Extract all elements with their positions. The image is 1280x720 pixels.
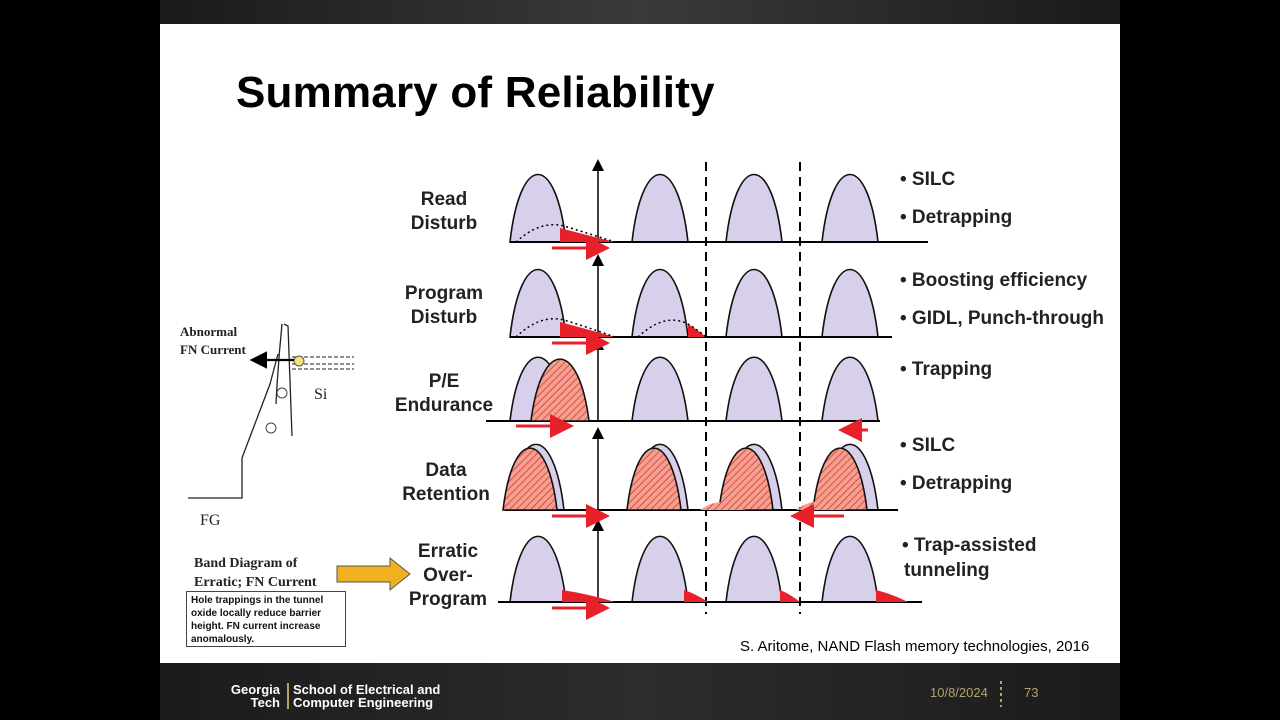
logo-divider	[287, 683, 289, 709]
georgia-tech-logo: Georgia Tech	[220, 683, 280, 709]
slide-title: Summary of Reliability	[236, 68, 715, 117]
slide-date: 10/8/2024	[930, 685, 988, 700]
logo-line-georgia: Georgia	[230, 682, 280, 697]
row-0-distribution-1	[631, 174, 689, 243]
footer-separator	[1000, 681, 1002, 707]
dept-line-1: School of Electrical and	[293, 682, 441, 697]
footer-bar: Georgia Tech School of Electrical and Co…	[160, 663, 1120, 720]
bullet-boosting-efficiency: • Boosting efficiency	[900, 270, 1088, 291]
row-3-hatched-distribution-2	[718, 447, 774, 511]
bullet-detrapping-2: • Detrapping	[900, 473, 1013, 494]
slide: Summary of Reliability Read Disturb Prog…	[160, 24, 1120, 663]
row-label-read-disturb: Read Disturb	[410, 189, 478, 234]
hole-marker-2	[265, 422, 277, 434]
row-1-tail-red	[560, 322, 615, 337]
row-2-shifted-distribution	[530, 358, 590, 422]
row-label-erratic-over-program: Erratic Over- Program	[408, 541, 488, 610]
band-diagram-si-bands	[292, 356, 354, 370]
row-4-tail-red-2	[780, 590, 800, 602]
row-1-distribution-2	[725, 269, 783, 338]
row-4-distribution-3	[821, 535, 879, 603]
presentation-stage: Summary of Reliability Read Disturb Prog…	[160, 0, 1120, 720]
band-diagram-oxide-right	[283, 323, 293, 437]
row-1-distribution-0	[509, 269, 567, 338]
row-label-pe-endurance: P/E Endurance	[394, 371, 494, 416]
department-name: School of Electrical and Computer Engine…	[293, 683, 440, 709]
band-diagram-oxide-left	[275, 323, 283, 405]
row-label-data-retention: Data Retention	[402, 460, 490, 505]
row-0-distribution-0	[509, 174, 567, 243]
hole-trapping-note: Hole trappings in the tunnel oxide local…	[186, 591, 346, 647]
row-1-dotted-shift2	[637, 319, 707, 338]
bullet-detrapping-1: • Detrapping	[900, 207, 1013, 228]
row-2-distribution-2	[725, 356, 783, 422]
dept-line-2: Computer Engineering	[293, 695, 434, 710]
band-diagram-fg-edge	[188, 353, 279, 499]
bullet-gidl-punch-through: • GIDL, Punch-through	[900, 308, 1105, 329]
row-4-distribution-2	[725, 535, 783, 603]
row-4-distribution-1	[631, 535, 689, 603]
citation: S. Aritome, NAND Flash memory technologi…	[740, 638, 1090, 655]
top-bar	[160, 0, 1120, 24]
row-3-hatched-distribution-0	[502, 447, 558, 511]
row-4-tail-red-1	[684, 590, 708, 602]
bullet-silc-1: • SILC	[900, 169, 956, 190]
row-0-distribution-3	[821, 174, 879, 243]
row-0-tail-red	[560, 228, 615, 242]
row-3-hatched-distribution-3	[812, 447, 868, 511]
bullet-trapping: • Trapping	[900, 359, 993, 380]
fg-label: FG	[200, 512, 221, 529]
logo-line-tech: Tech	[250, 695, 280, 710]
callout-arrow	[336, 556, 411, 592]
bullet-trap-assisted: • Trap-assisted	[902, 535, 1037, 556]
bullet-tunneling: tunneling	[904, 560, 990, 581]
band-diagram-caption: Band Diagram of Erratic; FN Current	[194, 556, 317, 590]
row-3-hatched-distribution-1	[626, 447, 682, 511]
row-1-distribution-1	[631, 269, 689, 338]
hole-marker-1	[276, 387, 288, 399]
row-3-lower-tail-1	[700, 502, 745, 510]
page-number: 73	[1024, 685, 1039, 700]
row-2-distribution-3	[821, 356, 879, 422]
row-4-distribution-0	[509, 535, 567, 603]
row-1-distribution-3	[821, 269, 879, 338]
row-label-program-disturb: Program Disturb	[404, 283, 484, 328]
row-4-tail-red-3	[876, 590, 908, 602]
bullet-silc-2: • SILC	[900, 435, 956, 456]
electron-marker	[293, 355, 305, 367]
row-0-distribution-2	[725, 174, 783, 243]
reliability-figure	[188, 159, 928, 620]
row-4-tail-red-0	[562, 590, 615, 602]
abnormal-fn-label: Abnormal FN Current	[180, 324, 246, 357]
si-label: Si	[314, 386, 328, 403]
row-2-distribution-1	[631, 356, 689, 422]
